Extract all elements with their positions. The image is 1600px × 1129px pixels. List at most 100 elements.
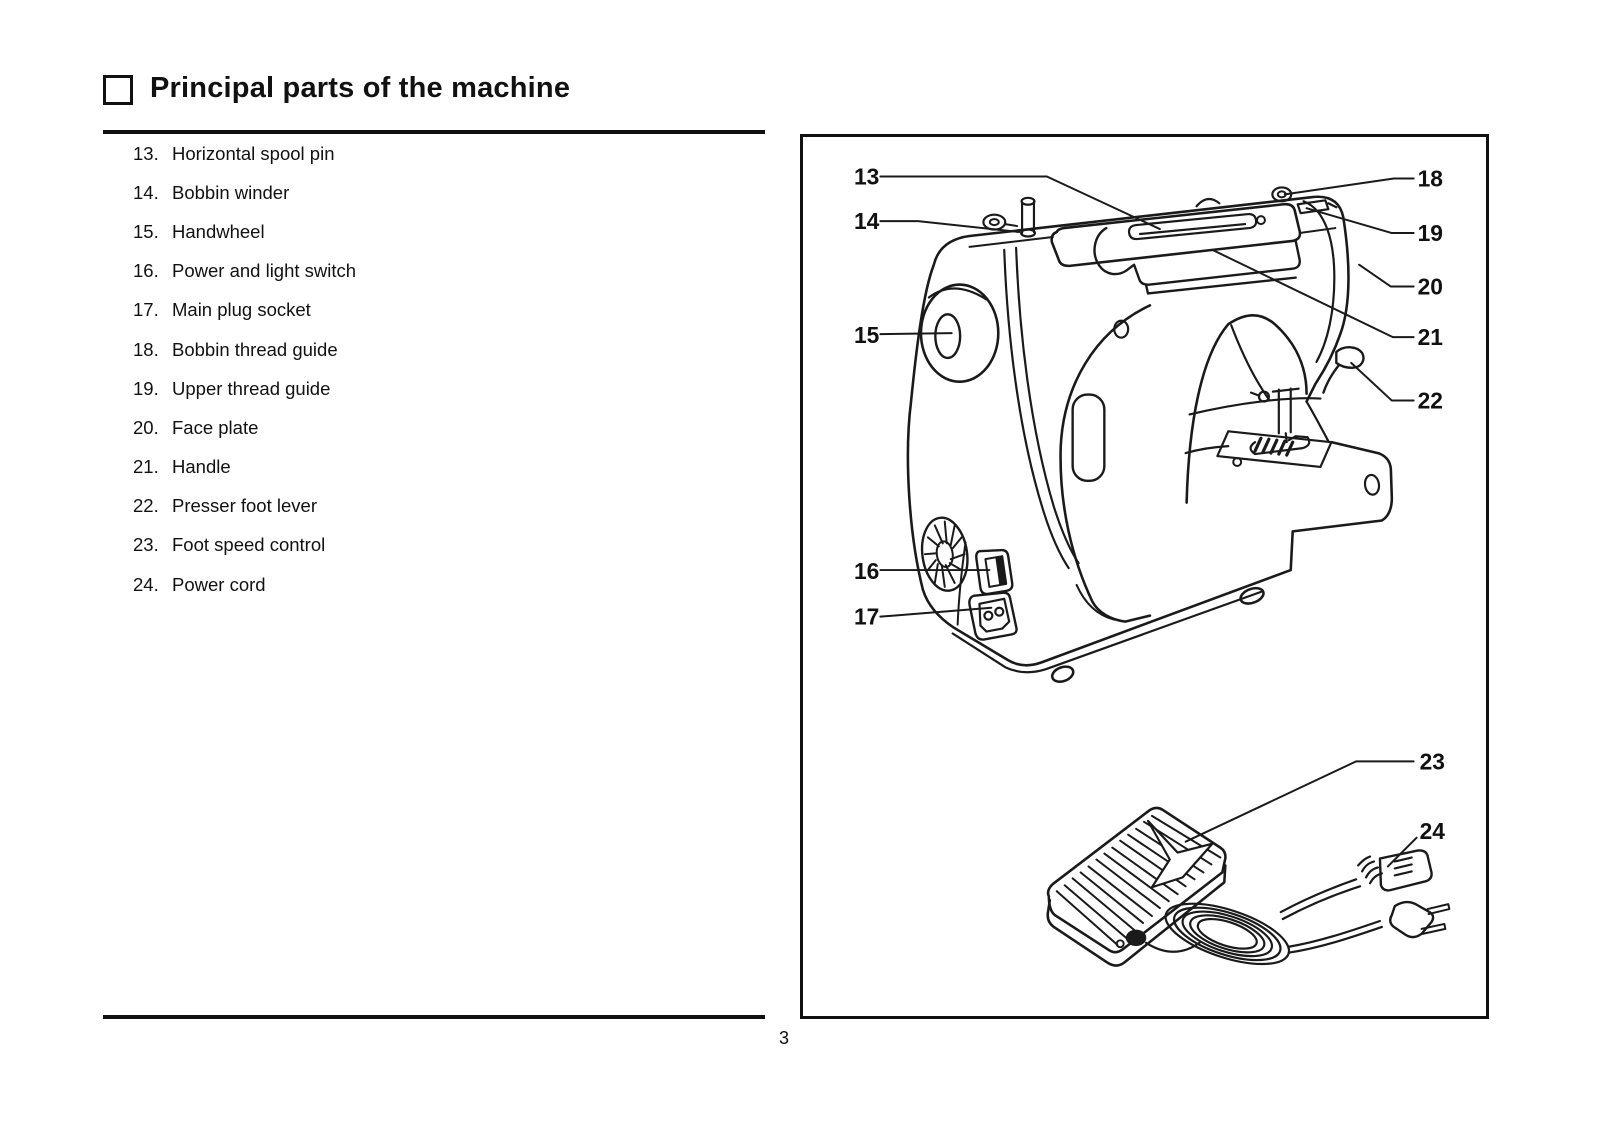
presser-foot-lever — [1322, 346, 1365, 394]
socket-hole — [983, 610, 994, 621]
leader-lines — [879, 175, 1418, 868]
list-item: 14.Bobbin winder — [133, 173, 356, 212]
spool-pin-cap — [982, 213, 1007, 231]
cord-connector-bush — [1125, 929, 1147, 947]
footer-divider — [103, 1015, 765, 1019]
callout-20: 20 — [1418, 274, 1443, 300]
top-bump — [1195, 197, 1221, 208]
callout-21: 21 — [1418, 324, 1444, 350]
plug-socket-inlet — [978, 597, 1011, 633]
head-front-edge — [1305, 400, 1330, 443]
cord-to-pedal — [1144, 941, 1201, 953]
handwheel-rim — [927, 287, 988, 301]
callout-23: 23 — [1420, 748, 1445, 774]
base-bottom-edge — [921, 440, 1394, 667]
section-checkbox-icon — [103, 74, 133, 105]
feed-dog-marks — [1253, 436, 1295, 457]
spool-pin-stem — [1004, 223, 1019, 228]
list-item: 20. Face plate — [133, 408, 356, 447]
callout-13: 13 — [854, 164, 879, 190]
part-label: Handwheel — [172, 220, 265, 242]
bobbin-winder-pin-base — [1019, 228, 1037, 238]
arm-silhouette — [1185, 314, 1308, 504]
wall-plug-prongs — [1420, 903, 1451, 935]
vent-grille-blades — [923, 520, 966, 588]
top-tray — [1050, 202, 1302, 268]
part-label: Power cord — [172, 573, 266, 595]
part-label: Handle — [172, 456, 231, 478]
parts-list: 13.Horizontal spool pin 14.Bobbin winder… — [133, 134, 356, 604]
part-number: 24. — [133, 573, 159, 595]
harp-curve — [1059, 304, 1152, 623]
bobbin-winder-pin-top — [1020, 196, 1036, 206]
cord-connector-pin — [1115, 939, 1125, 949]
callout-18: 18 — [1418, 165, 1443, 191]
base-apron-line — [951, 590, 1263, 674]
callout-19: 19 — [1418, 220, 1443, 246]
pillar-seam — [1003, 246, 1080, 570]
machine-plug-slots — [1393, 856, 1413, 877]
list-item: 13.Horizontal spool pin — [133, 134, 356, 173]
part-number: 19. — [133, 377, 159, 399]
part-number: 18. — [133, 338, 159, 360]
callout-24: 24 — [1420, 818, 1446, 844]
panel-hole — [1113, 319, 1130, 339]
arm-fold-line — [1230, 324, 1270, 401]
carry-handle — [1093, 226, 1301, 295]
part-label: Power and light switch — [172, 260, 357, 282]
part-number: 20. — [133, 416, 159, 438]
page-number: 3 — [778, 1028, 789, 1048]
needle-plate — [1216, 430, 1333, 469]
part-label: Upper thread guide — [172, 377, 331, 399]
page-title: Principal parts of the machine — [150, 72, 571, 104]
needle-bar — [1271, 387, 1300, 444]
socket-hole — [994, 606, 1005, 617]
harp-inner-line — [1075, 583, 1116, 621]
machine-plug-body — [1378, 849, 1433, 892]
part-label: Presser foot lever — [172, 495, 317, 517]
part-label: Foot speed control — [172, 534, 326, 556]
section-header: Principal parts of the machine — [103, 72, 570, 105]
part-label: Main plug socket — [172, 299, 311, 321]
machine-diagram: 13 14 15 16 17 18 19 20 21 22 23 24 — [854, 164, 1451, 967]
needle-clamp-wing — [1249, 391, 1261, 397]
cord-to-wall-plug — [1287, 919, 1384, 954]
diagram-frame: 13 14 15 16 17 18 19 20 21 22 23 24 — [800, 134, 1489, 1019]
vent-grille — [920, 516, 969, 592]
power-switch-rocker-dark — [995, 556, 1007, 585]
part-label: Bobbin thread guide — [172, 338, 338, 360]
face-plate-seam — [1302, 200, 1336, 363]
callout-17: 17 — [854, 604, 879, 630]
foot-control-side — [1046, 864, 1227, 967]
machine-plug-ribs — [1357, 855, 1384, 885]
handwheel-hub — [934, 313, 962, 360]
spool-pin-cap-center — [988, 218, 1000, 227]
part-number: 17. — [133, 299, 159, 321]
power-switch — [975, 548, 1014, 596]
list-item: 19. Upper thread guide — [133, 369, 356, 408]
bobbin-winder-pin — [1020, 200, 1036, 235]
list-item: 23.Foot speed control — [133, 526, 356, 565]
part-number: 14. — [133, 181, 159, 203]
part-number: 15. — [133, 220, 159, 242]
machine-body-outline — [906, 195, 1350, 592]
cord-coil — [1164, 902, 1291, 966]
list-item: 24. Power cord — [133, 565, 356, 604]
part-number: 16. — [133, 260, 159, 282]
list-item: 15. Handwheel — [133, 212, 356, 251]
top-ridge-line — [968, 227, 1337, 248]
bed-end-hole — [1363, 473, 1381, 496]
callout-15: 15 — [854, 322, 880, 348]
tray-pin-hole — [1256, 215, 1266, 226]
callout-16: 16 — [854, 558, 879, 584]
cord-to-connector — [1279, 878, 1362, 921]
part-label: Face plate — [172, 416, 259, 438]
spool-pin-slot — [1127, 212, 1258, 241]
plug-socket — [968, 591, 1018, 641]
wall-plug-body — [1389, 900, 1435, 939]
list-item: 17. Main plug socket — [133, 291, 356, 330]
list-item: 16. Power and light switch — [133, 252, 356, 291]
upper-thread-guide — [1296, 199, 1338, 215]
part-number: 22. — [133, 495, 159, 517]
